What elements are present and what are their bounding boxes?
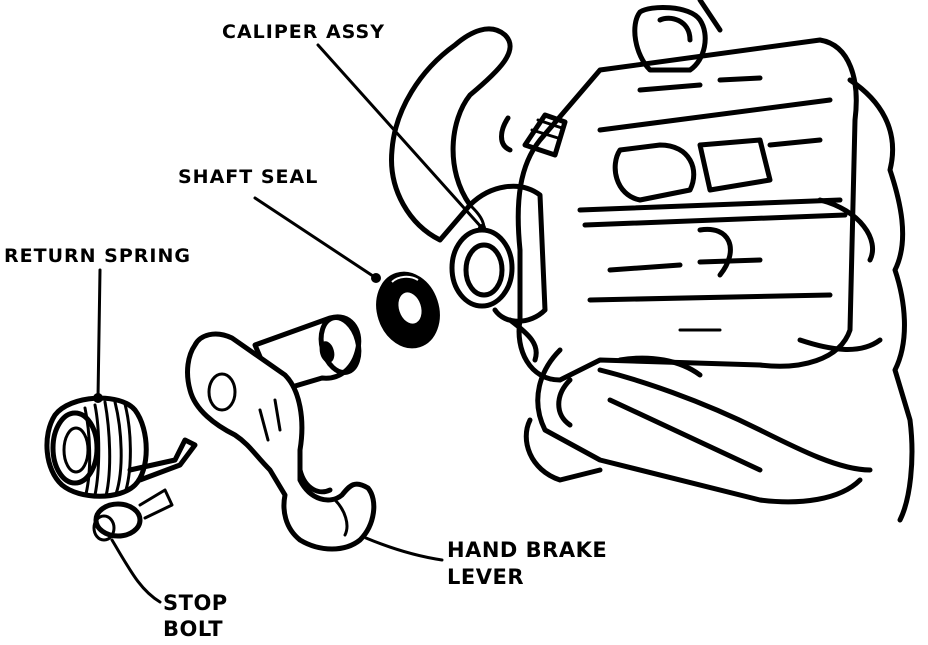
return-spring-label: RETURN SPRING bbox=[4, 245, 191, 267]
hand-brake-lever-label-line2: LEVER bbox=[447, 565, 524, 589]
shaft-seal-label: SHAFT SEAL bbox=[178, 166, 318, 188]
stop-bolt-leader bbox=[112, 540, 160, 602]
shaft-seal-leader bbox=[255, 198, 376, 278]
caliper-assembly-drawing bbox=[392, 0, 912, 520]
return-spring-drawing bbox=[47, 398, 195, 540]
hand-brake-lever-leader bbox=[366, 538, 442, 560]
return-spring-pointer bbox=[93, 393, 103, 403]
hand-brake-lever-label-line1: HAND BRAKE bbox=[447, 538, 607, 562]
hand-brake-lever-drawing bbox=[188, 313, 374, 549]
stop-bolt-label-line1: STOP bbox=[163, 591, 228, 615]
caliper-assy-pointer bbox=[478, 224, 486, 232]
shaft-seal-pointer bbox=[371, 273, 381, 283]
return-spring-leader bbox=[98, 270, 100, 398]
stop-bolt-label-line2: BOLT bbox=[163, 617, 223, 640]
caliper-assy-label: CALIPER ASSY bbox=[222, 21, 385, 43]
